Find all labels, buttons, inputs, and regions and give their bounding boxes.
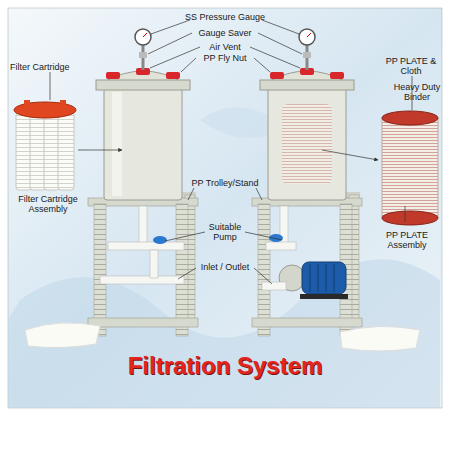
right-filter-unit-part bbox=[266, 242, 296, 250]
right-filter-unit-part bbox=[258, 204, 270, 336]
left-filter-unit bbox=[88, 29, 198, 336]
leader-lines-part bbox=[188, 188, 194, 200]
right-filter-unit-part bbox=[303, 52, 311, 58]
right-filter-unit bbox=[252, 29, 362, 336]
filter-cloth bbox=[25, 323, 420, 351]
left-filter-unit-part bbox=[139, 206, 147, 246]
right-filter-unit-part bbox=[299, 29, 315, 45]
left-filter-unit-part bbox=[94, 204, 106, 336]
left-filter-unit-part bbox=[139, 52, 147, 58]
leader-lines-part bbox=[250, 47, 300, 68]
background-part bbox=[8, 8, 442, 408]
leader-lines-part bbox=[258, 33, 302, 54]
pp-plate-detail-part bbox=[382, 118, 438, 218]
leader-lines-part bbox=[151, 20, 190, 34]
right-filter-unit-part bbox=[270, 72, 284, 79]
callout-label: PP Fly Nut bbox=[190, 53, 260, 63]
callout-label: Filter Cartridge Assembly bbox=[8, 194, 88, 214]
pp-plate-detail-part bbox=[382, 111, 438, 125]
callout-label: Heavy Duty Binder bbox=[392, 82, 442, 102]
leader-lines-part bbox=[148, 33, 192, 54]
right-filter-unit-part bbox=[334, 264, 335, 292]
filter-cloth-part bbox=[340, 326, 420, 351]
left-filter-unit-part bbox=[153, 236, 167, 244]
right-filter-unit-part bbox=[282, 104, 332, 184]
leader-lines-part bbox=[150, 47, 200, 68]
right-filter-unit-part bbox=[252, 318, 362, 327]
right-filter-unit-part bbox=[330, 72, 344, 79]
right-filter-unit-part bbox=[300, 294, 348, 299]
left-filter-unit-part bbox=[150, 250, 158, 278]
filter-cartridge-detail-part bbox=[14, 102, 76, 118]
left-filter-unit-part bbox=[100, 276, 184, 284]
leader-lines-part bbox=[256, 188, 262, 200]
right-filter-unit-part bbox=[326, 264, 327, 292]
right-filter-unit-part bbox=[268, 88, 346, 200]
pp-plate-detail-part bbox=[382, 211, 438, 225]
right-filter-unit-part bbox=[307, 33, 311, 37]
leader-lines-part bbox=[50, 72, 51, 100]
leader-lines-part bbox=[254, 268, 272, 284]
left-filter-unit-part bbox=[96, 80, 190, 90]
filter-cartridge-detail-part bbox=[24, 100, 30, 108]
filter-cartridge-detail-part bbox=[58, 112, 74, 190]
left-filter-unit-part bbox=[176, 204, 188, 336]
diagram-title: Filtration System bbox=[0, 352, 450, 380]
callout-label: Air Vent bbox=[195, 42, 255, 52]
left-filter-unit-part bbox=[166, 72, 180, 79]
leader-lines-part bbox=[165, 232, 205, 241]
left-filter-unit-part bbox=[112, 92, 122, 196]
left-filter-unit-part bbox=[106, 72, 120, 79]
leader-lines-part bbox=[405, 206, 406, 222]
filter-cloth-part bbox=[25, 323, 100, 348]
leader-lines-part bbox=[262, 20, 299, 34]
pp-plate-detail bbox=[382, 111, 438, 225]
right-filter-unit-part bbox=[260, 80, 354, 90]
leader-lines-part bbox=[178, 268, 196, 279]
filter-cartridge-detail-part bbox=[60, 100, 66, 108]
right-filter-unit-part bbox=[262, 282, 286, 290]
callout-label: PP PLATE & Cloth bbox=[378, 56, 444, 76]
left-filter-unit-part bbox=[108, 242, 184, 250]
leader-lines bbox=[50, 20, 412, 284]
leader-lines-part bbox=[322, 150, 378, 160]
callout-label: Filter Cartridge bbox=[10, 62, 100, 72]
callout-label: Gauge Saver bbox=[185, 28, 265, 38]
leader-lines-part bbox=[245, 232, 282, 240]
left-filter-unit-part bbox=[88, 318, 198, 327]
callout-label: PP PLATE Assembly bbox=[372, 230, 442, 250]
callout-label: Suitable Pump bbox=[200, 222, 250, 242]
callout-label: PP Trolley/Stand bbox=[180, 178, 270, 188]
right-filter-unit-part bbox=[310, 264, 311, 292]
left-filter-unit-part bbox=[143, 33, 147, 37]
leader-lines-part bbox=[78, 150, 122, 151]
background-part bbox=[8, 259, 440, 408]
right-filter-unit-part bbox=[318, 264, 319, 292]
leader-lines-part bbox=[254, 58, 270, 72]
right-filter-unit-part bbox=[302, 262, 346, 294]
filter-cartridge-detail bbox=[14, 100, 76, 190]
callout-label: Inlet / Outlet bbox=[188, 262, 262, 272]
callout-label: SS Pressure Gauge bbox=[175, 12, 275, 22]
left-filter-unit-part bbox=[135, 29, 151, 45]
leader-lines-part bbox=[181, 58, 196, 72]
left-filter-unit-part bbox=[104, 88, 182, 200]
